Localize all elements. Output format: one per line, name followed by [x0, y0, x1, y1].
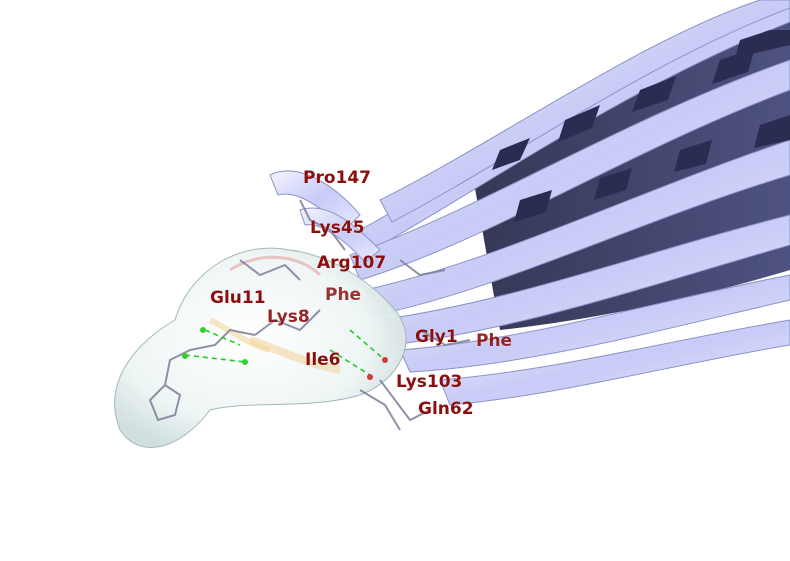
residue-label-pro147: Pro147 [303, 168, 372, 188]
residue-label-phe-2: Phe [476, 331, 513, 351]
residue-label-lys45: Lys45 [310, 218, 365, 238]
residue-label-ile6: Ile6 [305, 350, 341, 370]
residue-label-gln62: Gln62 [418, 399, 474, 419]
residue-label-phe: Phe [325, 285, 362, 305]
ligand-surface [114, 247, 407, 448]
residue-label-lys103: Lys103 [396, 372, 463, 392]
residue-label-glu11: Glu11 [210, 288, 266, 308]
hydrogen-bonds [184, 329, 386, 376]
atom-markers [182, 327, 248, 365]
residue-label-lys8: Lys8 [267, 307, 310, 327]
protein-ribbon [269, 0, 790, 406]
residue-label-arg107: Arg107 [317, 253, 387, 273]
oxygen-markers [367, 357, 388, 380]
residue-label-gly1: Gly1 [415, 327, 458, 347]
barrel-gaps [492, 30, 790, 222]
residue-sticks [148, 199, 471, 431]
